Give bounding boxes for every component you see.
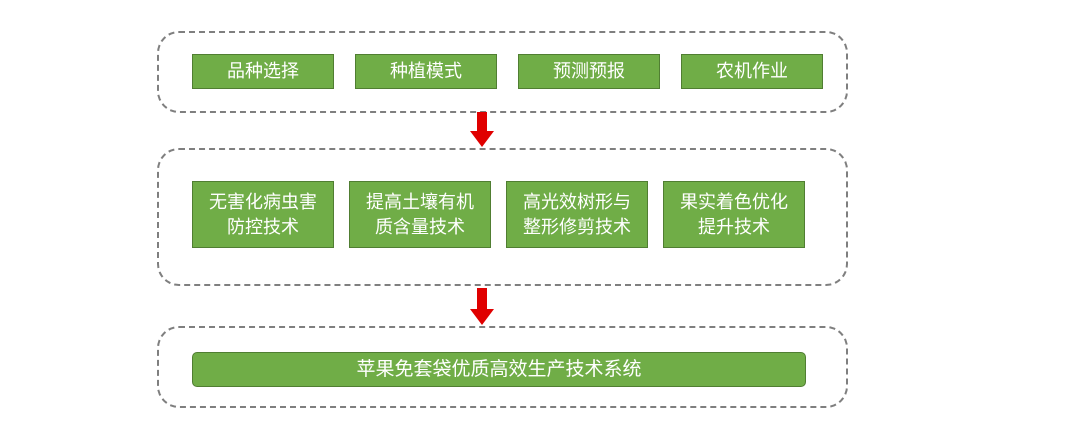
box-pest-control: 无害化病虫害 防控技术 <box>192 181 334 248</box>
box-label-line1: 果实着色优化 <box>680 191 788 213</box>
box-label: 预测预报 <box>553 61 625 82</box>
arrow-head <box>470 131 494 147</box>
box-production-system: 苹果免套袋优质高效生产技术系统 <box>192 352 806 387</box>
box-label-line1: 无害化病虫害 <box>209 191 317 213</box>
box-label: 品种选择 <box>227 61 299 82</box>
box-label-line1: 高光效树形与 <box>523 191 631 213</box>
box-label-line2: 提升技术 <box>698 216 770 238</box>
box-fruit-coloring: 果实着色优化 提升技术 <box>663 181 805 248</box>
group-bottom <box>157 326 848 408</box>
arrow-shaft <box>477 288 487 310</box>
box-tree-shape-pruning: 高光效树形与 整形修剪技术 <box>506 181 648 248</box>
down-arrow-icon <box>470 112 494 147</box>
box-label-line1: 提高土壤有机 <box>366 191 474 213</box>
group-middle <box>157 148 848 286</box>
arrow-head <box>470 309 494 325</box>
box-label: 种植模式 <box>390 61 462 82</box>
box-forecast: 预测预报 <box>518 54 660 89</box>
box-variety-selection: 品种选择 <box>192 54 334 89</box>
box-soil-organic-matter: 提高土壤有机 质含量技术 <box>349 181 491 248</box>
box-label-line2: 整形修剪技术 <box>523 216 631 238</box>
box-label-line2: 防控技术 <box>227 216 299 238</box>
group-top <box>157 31 848 113</box>
box-label: 苹果免套袋优质高效生产技术系统 <box>356 358 642 380</box>
box-planting-mode: 种植模式 <box>355 54 497 89</box>
down-arrow-icon <box>470 288 494 325</box>
box-label-line2: 质含量技术 <box>375 216 465 238</box>
arrow-shaft <box>477 112 487 132</box>
box-label: 农机作业 <box>716 61 788 82</box>
box-machinery: 农机作业 <box>681 54 823 89</box>
